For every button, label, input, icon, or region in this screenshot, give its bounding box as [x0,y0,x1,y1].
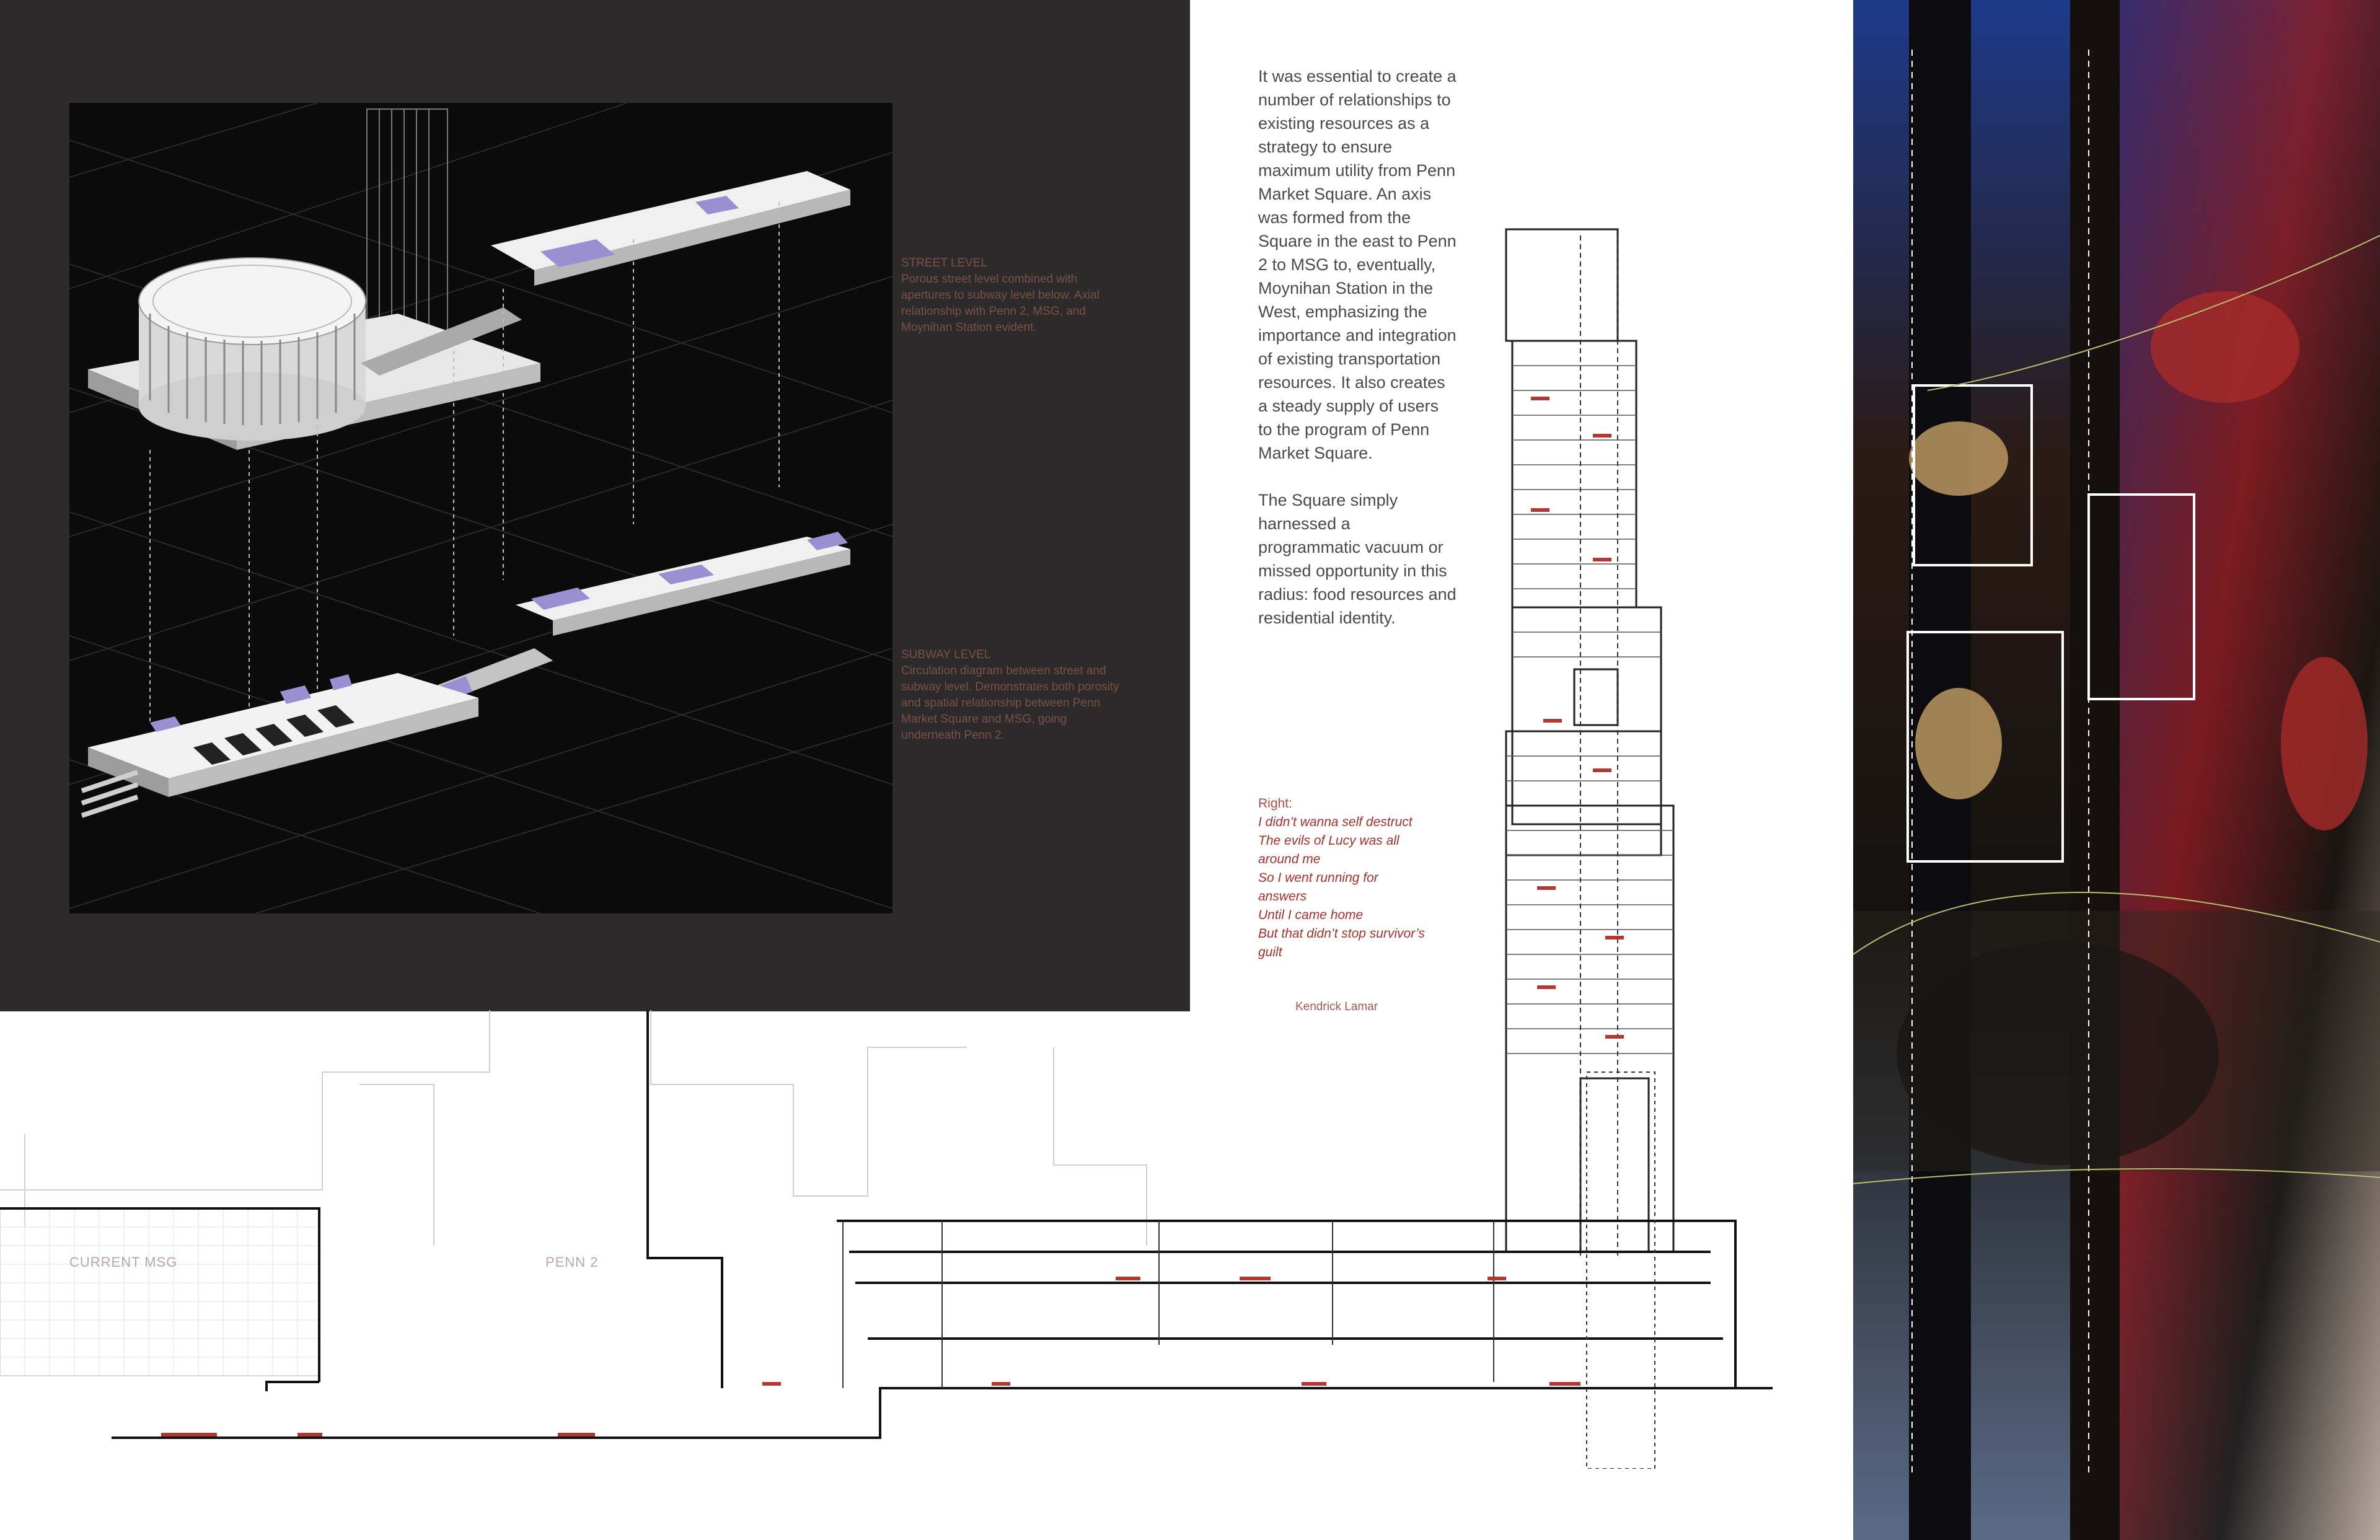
street-level-title: STREET LEVEL [901,257,988,270]
essay-paragraph-1: It was essential to create a number of r… [1258,67,1457,462]
penn2-label: PENN 2 [545,1254,599,1270]
subway-level-title: SUBWAY LEVEL [901,648,991,661]
subway-level-caption: SUBWAY LEVEL Circulation diagram between… [901,647,1124,744]
axonometric-diagram [69,103,892,913]
quote-line: I didn’t wanna self destruct [1258,815,1413,829]
lyric-quote: Right: I didn’t wanna self destruct The … [1258,794,1426,962]
tower-section-drawing [1505,228,1675,1258]
street-level-body: Porous street level combined with apertu… [901,273,1100,334]
msg-drum [138,257,366,441]
quote-line: But that didn’t stop survivor’s guilt [1258,926,1425,959]
quote-label: Right: [1258,796,1292,811]
quote-line: Until I came home [1258,908,1364,922]
essay-paragraph-2: The Square simply harnessed a programmat… [1258,491,1457,627]
site-section-drawing [0,1010,1773,1469]
subway-level-body: Circulation diagram between street and s… [901,664,1119,742]
quote-line: The evils of Lucy was all around me [1258,834,1399,866]
collage-artwork [1853,0,2380,1540]
street-level-caption: STREET LEVEL Porous street level combine… [901,255,1124,336]
dark-panel: STREET LEVEL Porous street level combine… [0,0,1190,1011]
quote-line: So I went running for answers [1258,871,1378,904]
axonometric-drawing [69,103,892,913]
quote-author: Kendrick Lamar [1295,1000,1378,1013]
current-msg-label: CURRENT MSG [69,1254,178,1270]
essay-text: It was essential to create a number of r… [1258,64,1457,653]
painting-collage [1853,0,2380,1540]
